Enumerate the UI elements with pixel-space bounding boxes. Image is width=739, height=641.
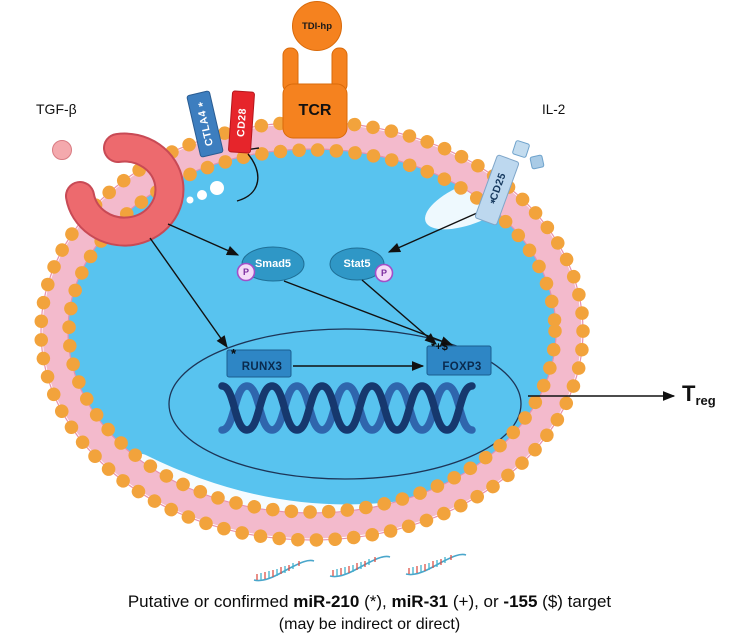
membrane-heads-inner (62, 143, 562, 519)
mirna-hairpin-icon (329, 555, 391, 578)
il2-label: IL-2 (542, 102, 566, 117)
tcr-label: TCR (298, 102, 332, 119)
tgfb-receptor (67, 134, 183, 245)
stat5-label: Stat5 (343, 258, 371, 270)
phospho-label-stat5: P (380, 268, 388, 278)
arrow-stat5-to-foxp3 (361, 279, 437, 345)
tgfb-label: TGF-β (36, 101, 77, 117)
signal-dot-mid (197, 190, 207, 200)
caption-seg: ($) target (537, 592, 612, 611)
ctla4-label: CTLA4 (195, 108, 216, 147)
tdi-hp-ligand: TDI-hp (292, 1, 342, 51)
caption-line1: Putative or confirmed miR-210 (*), miR-3… (0, 592, 739, 612)
caption-mir155: -155 (503, 592, 538, 611)
phospho-circle-stat5 (374, 263, 394, 283)
cd28-receptor: CD28 (227, 90, 256, 154)
tcr-body (282, 83, 348, 139)
mirna-hairpin-icon (253, 559, 315, 582)
il2-cube-1 (512, 140, 530, 158)
caption-line2: (may be indirect or direct) (278, 616, 461, 633)
cd25-label: CD25 (487, 170, 509, 202)
runx3-mark: * (231, 346, 237, 361)
treg-t: T (682, 381, 696, 406)
arrow-tgfb-to-smad5 (167, 223, 240, 256)
treg-sub: reg (695, 393, 716, 408)
arrow-tgfb-to-runx3 (149, 237, 228, 349)
treg-output-label: Treg (682, 381, 716, 408)
tdi-hp-label: TDI-hp (301, 20, 333, 32)
smad5-label: Smad5 (254, 258, 292, 270)
runx3-label: RUNX3 (241, 361, 283, 373)
foxp3-mark: *+$ (431, 341, 448, 353)
caption-seg: (+), or (448, 592, 504, 611)
foxp3-gene-box (426, 345, 492, 376)
dna-strand-back (218, 382, 476, 434)
signal-dot-small (186, 196, 194, 204)
inhibition-curve (236, 153, 259, 202)
cd28-label: CD28 (234, 107, 249, 137)
caption-seg: (*), (359, 592, 392, 611)
nucleus-outline (168, 328, 522, 480)
foxp3-label: FOXP3 (442, 361, 482, 373)
il2-cube-2 (529, 154, 545, 170)
caption-seg: Putative or confirmed (127, 592, 294, 611)
dna-strand-front (218, 382, 476, 434)
caption-mir31: miR-31 (391, 592, 449, 611)
caption-mir210: miR-210 (293, 592, 360, 611)
arrow-cd25-to-stat5 (387, 212, 478, 253)
signal-dot-large (210, 181, 224, 195)
phospho-circle-smad5 (236, 262, 256, 282)
tgfb-ligand-ball (52, 140, 72, 160)
mirna-hairpin-icon (405, 553, 467, 576)
runx3-gene-box (226, 349, 292, 378)
phospho-label-smad5: P (242, 267, 250, 277)
